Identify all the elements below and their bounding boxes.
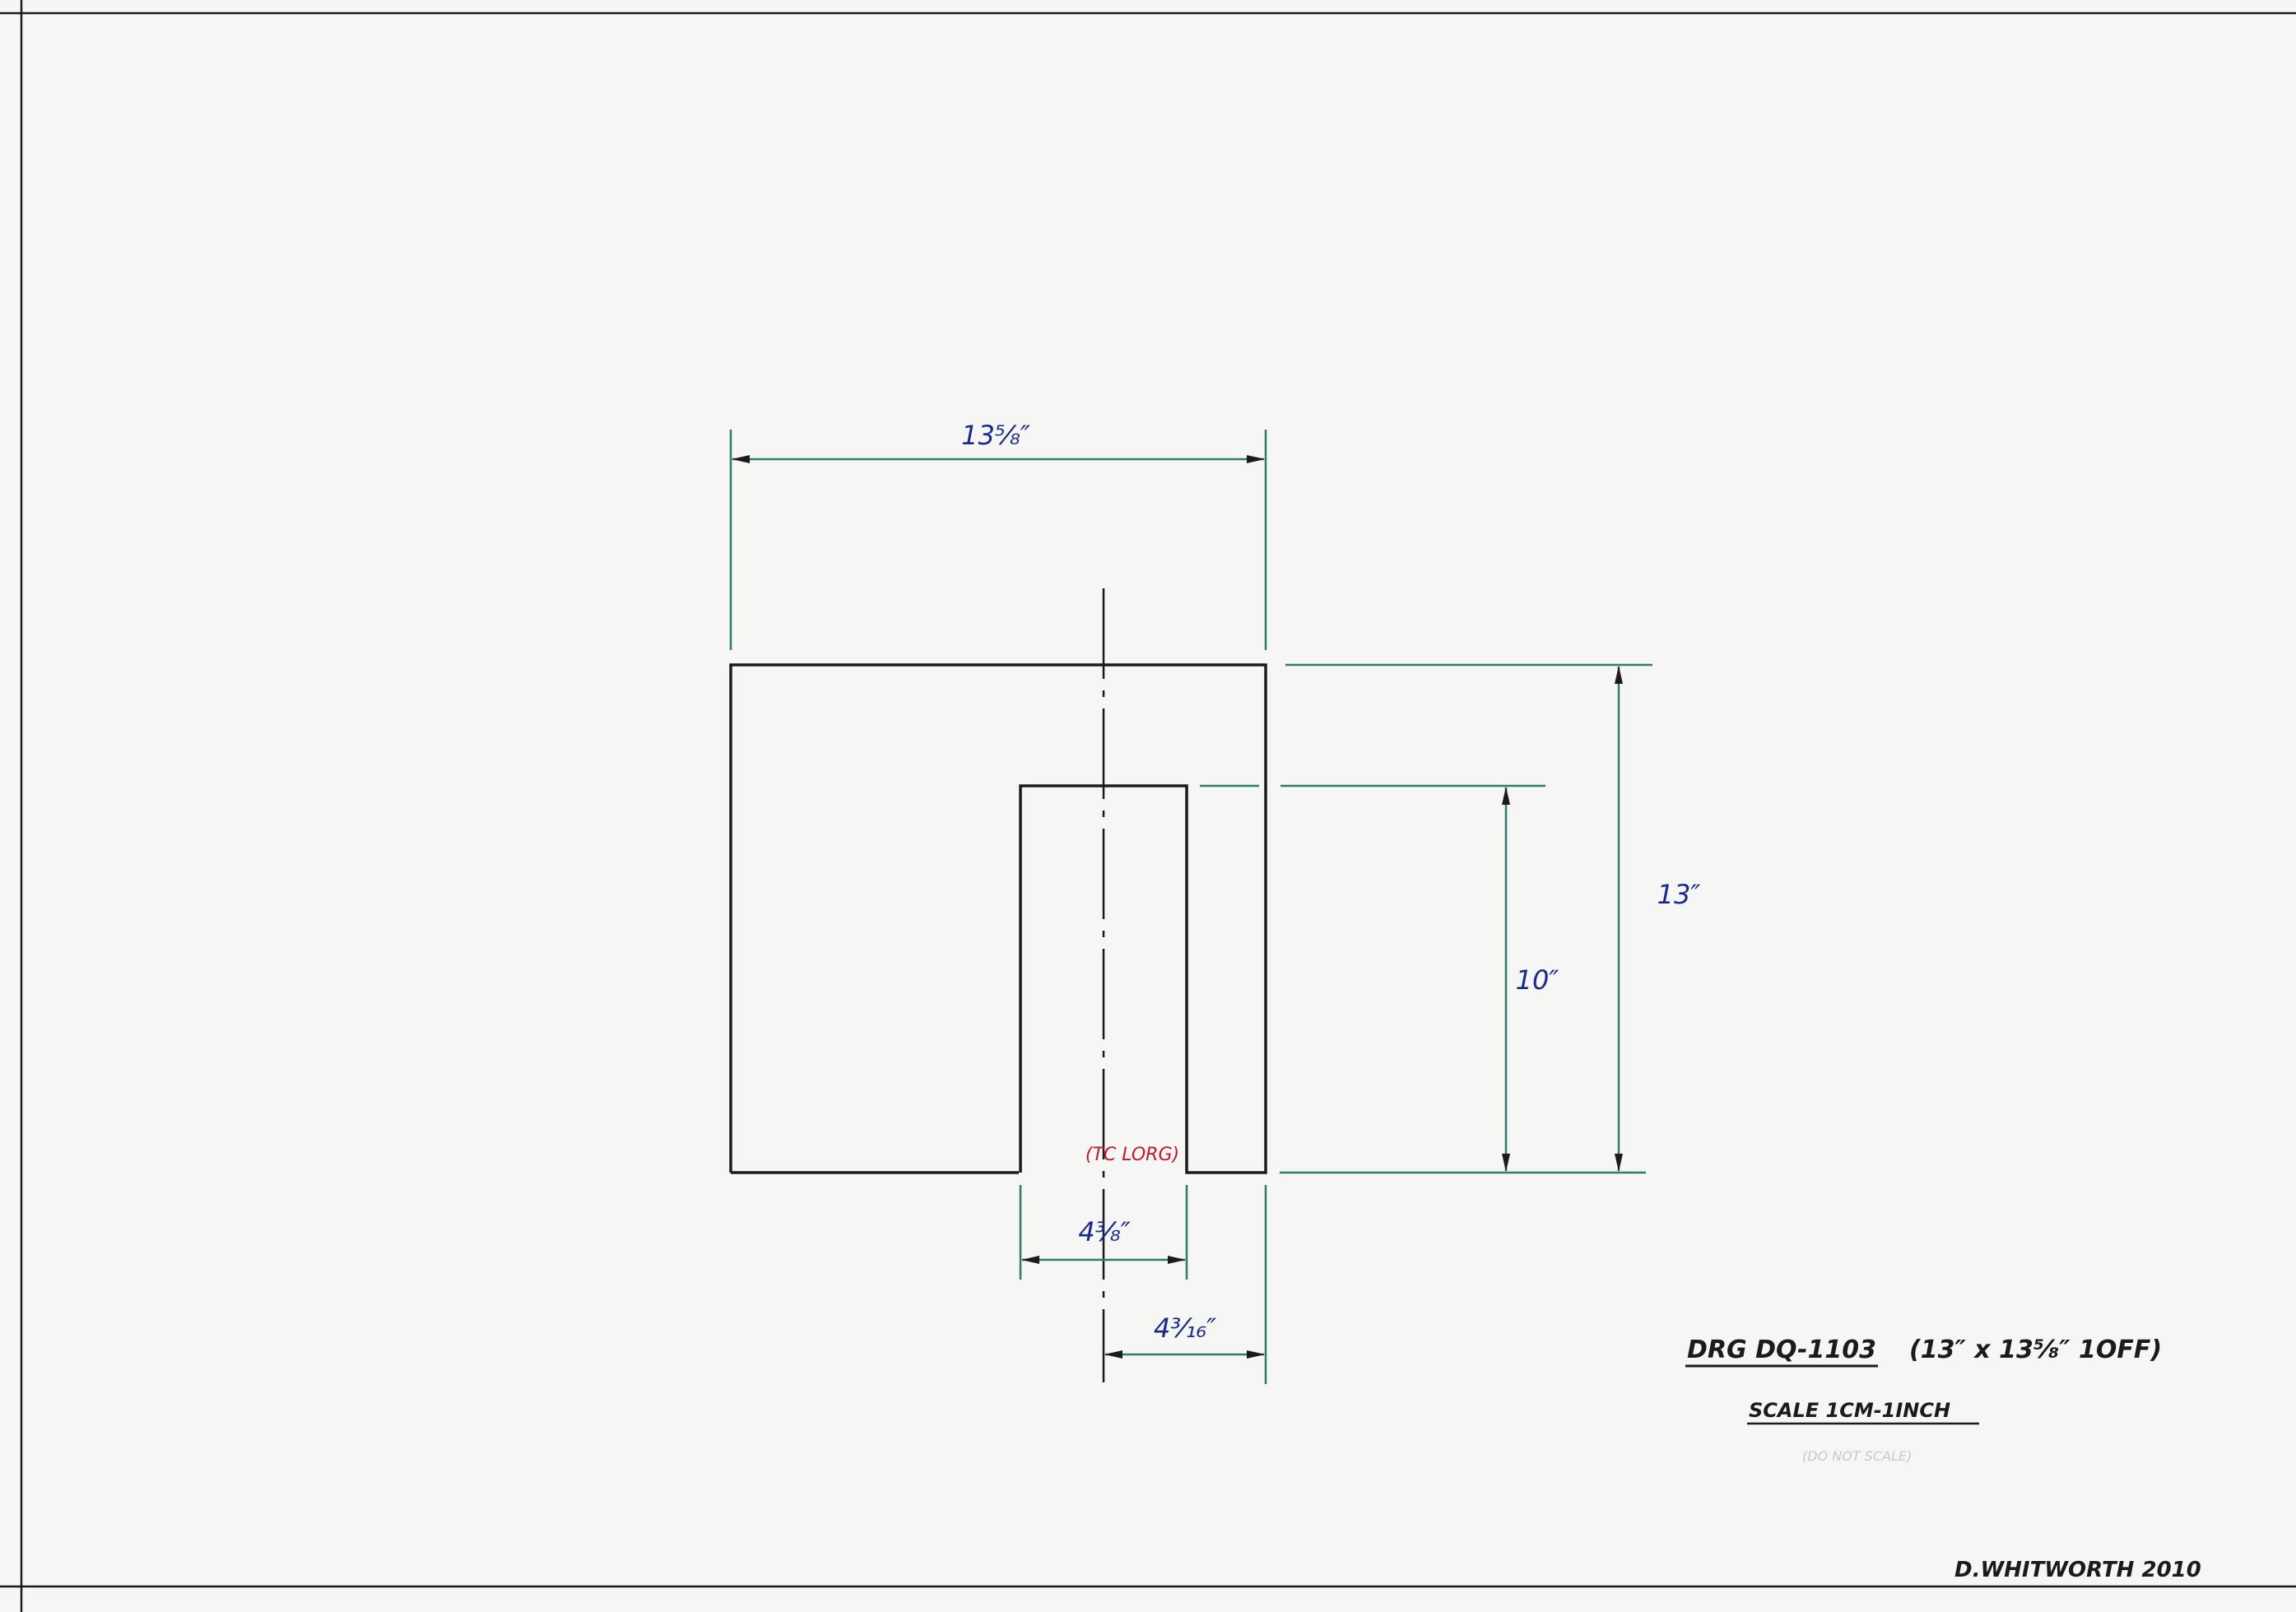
size-spec: (13″ x 13⁵⁄₈″ 1OFF) bbox=[1909, 1336, 2162, 1364]
drawing-number: DRG DQ-1103 bbox=[1687, 1336, 1876, 1364]
author-signature: D.WHITWORTH 2010 bbox=[1954, 1558, 2201, 1582]
extension-lines bbox=[729, 430, 1652, 1384]
scale-note: SCALE 1CM-1INCH bbox=[1749, 1399, 1950, 1422]
title-block: DRG DQ-1103 (13″ x 13⁵⁄₈″ 1OFF) SCALE 1C… bbox=[1685, 1336, 2201, 1582]
dimension-lines bbox=[732, 455, 1623, 1359]
part-outline bbox=[729, 663, 1267, 1174]
faint-note: (DO NOT SCALE) bbox=[1802, 1448, 1912, 1464]
tc-lorg-note: (TC LORG) bbox=[1085, 1145, 1179, 1165]
dim-overall-height: 13″ bbox=[1657, 879, 1701, 910]
dim-overall-width: 13⁵⁄₈″ bbox=[961, 420, 1030, 451]
dim-slot-depth: 10″ bbox=[1516, 964, 1559, 996]
dim-offset: 4³⁄₁₆″ bbox=[1154, 1312, 1216, 1344]
dim-slot-width: 4³⁄₈″ bbox=[1078, 1216, 1130, 1247]
dimension-labels: 13⁵⁄₈″ 13″ 10″ 4³⁄₈″ 4³⁄₁₆″ bbox=[961, 420, 1700, 1344]
